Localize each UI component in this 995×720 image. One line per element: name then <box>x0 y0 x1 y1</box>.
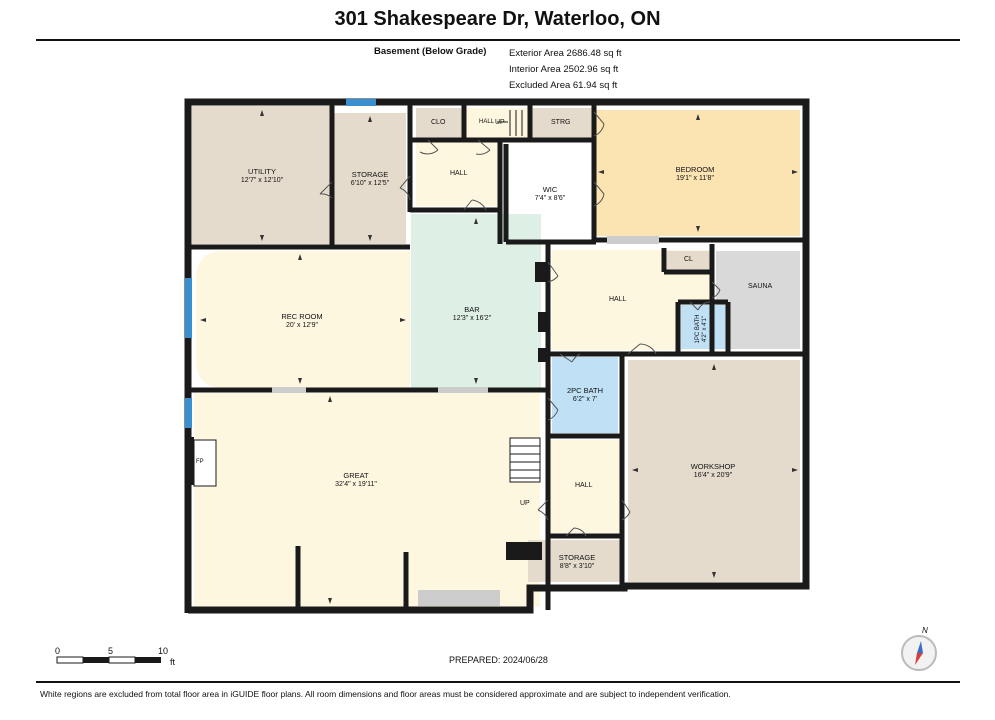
hall-up-fill <box>466 108 528 138</box>
room-workshop: WORKSHOP 16'4" x 20'9" <box>670 462 756 480</box>
storage-low-fill <box>528 540 620 582</box>
scale-tick-10: 10 <box>158 646 169 656</box>
openings <box>272 236 659 606</box>
room-dims: 8'8" x 3'10" <box>559 563 595 570</box>
room-dims: 6'2" x 7' <box>572 396 598 403</box>
scale-bar <box>56 656 161 664</box>
strg-fill <box>532 108 592 138</box>
room-dims: 32'4" x 19'11" <box>335 481 377 488</box>
dimension-markers <box>200 110 798 604</box>
room-bath2: 2PC BATH 6'2" x 7' <box>555 386 615 404</box>
room-hall-mid: HALL <box>609 296 627 303</box>
exterior-area: Exterior Area 2686.48 sq ft <box>509 48 622 59</box>
room-dims: 6'10" x 12'5" <box>350 180 390 187</box>
room-bar: BAR 12'3" x 16'2" <box>440 305 504 323</box>
room-bedroom: BEDROOM 19'1" x 11'8" <box>640 165 750 183</box>
room-name: STORAGE <box>351 170 389 179</box>
scale-tick-5: 5 <box>108 646 114 656</box>
utility-fill <box>192 106 332 244</box>
room-name: 1PC BATH <box>695 314 701 344</box>
wall-blocks <box>186 262 549 560</box>
room-name: STORAGE <box>558 553 596 562</box>
cl-fill <box>667 251 711 271</box>
footer-rule <box>36 681 960 683</box>
room-utility: UTILITY 12'7" x 12'10" <box>230 167 294 185</box>
room-hall-low: HALL <box>575 482 593 489</box>
room-wic: WIC 7'4" x 8'6" <box>520 185 580 203</box>
floor-label: Basement (Below Grade) <box>374 46 487 57</box>
room-name: 2PC BATH <box>566 386 604 395</box>
workshop-fill <box>628 360 800 582</box>
room-dims: 4'2" x 4'1" <box>702 315 708 343</box>
room-hall-top: HALL <box>450 170 468 177</box>
room-storage-low: STORAGE 8'8" x 3'10" <box>546 553 608 571</box>
room-clo: CLO <box>431 119 446 126</box>
room-dims: 12'3" x 16'2" <box>452 315 492 322</box>
prepared-date: PREPARED: 2024/06/28 <box>449 655 548 665</box>
compass-icon <box>901 635 937 671</box>
scale-unit: ft <box>170 657 176 667</box>
room-storage-top: STORAGE 6'10" x 12'5" <box>340 170 400 188</box>
room-bath1: 1PC BATH 4'2" x 4'1" <box>695 303 709 355</box>
bath2-fill <box>552 357 618 433</box>
room-hall-up: HALL <box>479 119 495 125</box>
room-dims: 19'1" x 11'8" <box>676 175 714 182</box>
room-name: REC ROOM <box>281 312 323 321</box>
storage-top-fill <box>334 113 406 244</box>
clo-fill <box>416 108 462 138</box>
fireplace-label: FP <box>196 459 204 465</box>
room-dims: 16'4" x 20'9" <box>693 472 733 479</box>
stair-up-label: UP <box>520 500 530 507</box>
room-sauna: SAUNA <box>748 283 773 290</box>
room-rec-room: REC ROOM 20' x 12'9" <box>270 312 334 330</box>
room-great: GREAT 32'4" x 19'11" <box>320 471 392 489</box>
room-cl: CL <box>684 256 693 263</box>
windows <box>185 99 376 428</box>
header-rule <box>36 39 960 41</box>
door-swings <box>319 111 721 537</box>
room-name: WIC <box>542 185 558 194</box>
bedroom-fill <box>596 110 800 236</box>
room-name: UTILITY <box>248 167 276 176</box>
room-name: BAR <box>464 305 480 314</box>
area-summary: Exterior Area 2686.48 sq ft Interior Are… <box>509 46 621 94</box>
hall-top-fill <box>416 140 500 206</box>
room-dims: 20' x 12'9" <box>285 322 318 329</box>
rec-room-fill <box>196 251 410 388</box>
stairs-lower <box>509 437 541 483</box>
excluded-area: Excluded Area 61.94 sq ft <box>509 80 618 91</box>
fireplace <box>193 439 217 487</box>
room-name: BEDROOM <box>675 165 715 174</box>
stairs-upper <box>497 110 523 136</box>
hall-low-fill <box>548 440 620 533</box>
room-name: WORKSHOP <box>690 462 736 471</box>
room-strg: STRG <box>551 119 571 126</box>
compass-n: N <box>922 626 928 635</box>
interior-area: Interior Area 2502.96 sq ft <box>509 64 619 75</box>
scale-tick-0: 0 <box>55 646 61 656</box>
room-dims: 12'7" x 12'10" <box>240 177 284 184</box>
disclaimer: White regions are excluded from total fl… <box>40 689 731 699</box>
hall-up-stair-label: UP <box>495 119 505 126</box>
page-title: 301 Shakespeare Dr, Waterloo, ON <box>334 8 661 30</box>
room-name: GREAT <box>343 471 369 480</box>
great-fill <box>194 393 540 607</box>
bath1-fill <box>681 305 725 349</box>
room-dims: 7'4" x 8'6" <box>534 195 566 202</box>
